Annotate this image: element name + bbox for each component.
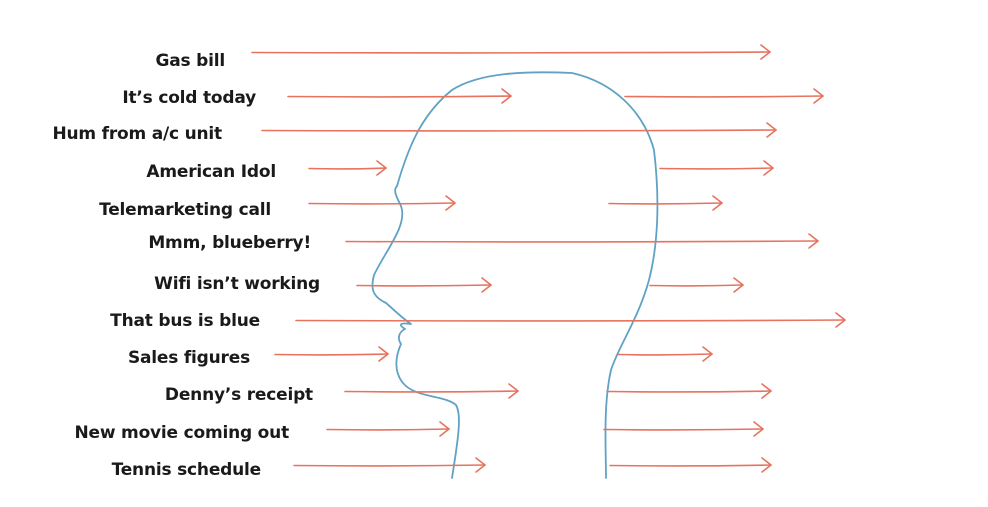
arrowhead — [481, 277, 492, 293]
arrow-line — [261, 129, 777, 132]
arrow-line — [308, 167, 387, 170]
arrow-line — [356, 284, 492, 287]
label-new-movie-coming-out: New movie coming out — [74, 423, 289, 443]
arrowhead — [439, 421, 450, 437]
arrowhead — [813, 88, 824, 104]
arrow-dennys-receipt — [344, 383, 772, 399]
label-that-bus-is-blue: That bus is blue — [110, 311, 260, 331]
label-american-idol: American Idol — [146, 162, 276, 182]
arrowhead — [763, 160, 774, 176]
head-outline — [371, 71, 659, 479]
arrowhead — [733, 277, 744, 293]
arrowhead — [835, 312, 846, 328]
arrowhead — [376, 160, 387, 176]
label-gas-bill: Gas bill — [155, 51, 225, 71]
arrow-line — [326, 428, 450, 431]
arrow-line — [308, 202, 456, 205]
arrow-telemarketing-call — [308, 195, 723, 211]
arrowhead — [760, 44, 771, 60]
arrowhead — [766, 122, 777, 138]
arrowhead — [508, 383, 519, 399]
label-sales-figures: Sales figures — [128, 348, 250, 368]
arrowhead — [712, 195, 723, 211]
arrowhead — [753, 421, 764, 437]
arrow-sales-figures — [274, 346, 713, 362]
arrow-line — [293, 464, 486, 467]
arrow-wifi-isnt-working — [356, 277, 744, 293]
arrowhead — [501, 88, 512, 104]
label-dennys-receipt: Denny’s receipt — [165, 385, 313, 405]
arrowhead — [378, 346, 389, 362]
arrow-line — [609, 464, 772, 467]
label-wifi-isnt-working: Wifi isn’t working — [154, 274, 320, 294]
arrow-new-movie-coming-out — [326, 421, 764, 437]
label-telemarketing-call: Telemarketing call — [99, 200, 271, 220]
arrowhead — [445, 195, 456, 211]
arrow-line — [274, 353, 389, 356]
label-mmm-blueberry: Mmm, blueberry! — [148, 233, 311, 253]
arrow-line — [608, 202, 723, 205]
label-tennis-schedule: Tennis schedule — [112, 460, 261, 480]
arrowhead — [761, 383, 772, 399]
arrow-that-bus-is-blue — [295, 312, 846, 328]
arrow-line — [287, 95, 512, 98]
label-hum-from-ac-unit: Hum from a/c unit — [53, 124, 223, 144]
arrow-line — [649, 284, 744, 287]
arrow-line — [606, 390, 772, 393]
arrowhead — [702, 346, 713, 362]
arrow-line — [659, 167, 774, 170]
arrow-its-cold-today — [287, 88, 824, 104]
arrow-line — [344, 390, 519, 393]
arrow-line — [251, 51, 771, 54]
arrow-line — [617, 353, 713, 356]
arrow-line — [603, 428, 764, 431]
arrow-line — [624, 95, 824, 98]
labels-group: Gas bill It’s cold today Hum from a/c un… — [53, 51, 321, 480]
arrowhead — [761, 457, 772, 473]
arrowhead — [475, 457, 486, 473]
arrows-group — [251, 44, 846, 473]
arrow-line — [345, 240, 819, 243]
arrowhead — [808, 233, 819, 249]
arrow-hum-from-ac-unit — [261, 122, 777, 138]
arrow-american-idol — [308, 160, 774, 176]
arrow-tennis-schedule — [293, 457, 772, 473]
arrow-mmm-blueberry — [345, 233, 819, 249]
arrow-gas-bill — [251, 44, 771, 60]
label-its-cold-today: It’s cold today — [122, 88, 256, 108]
arrow-line — [295, 319, 846, 322]
